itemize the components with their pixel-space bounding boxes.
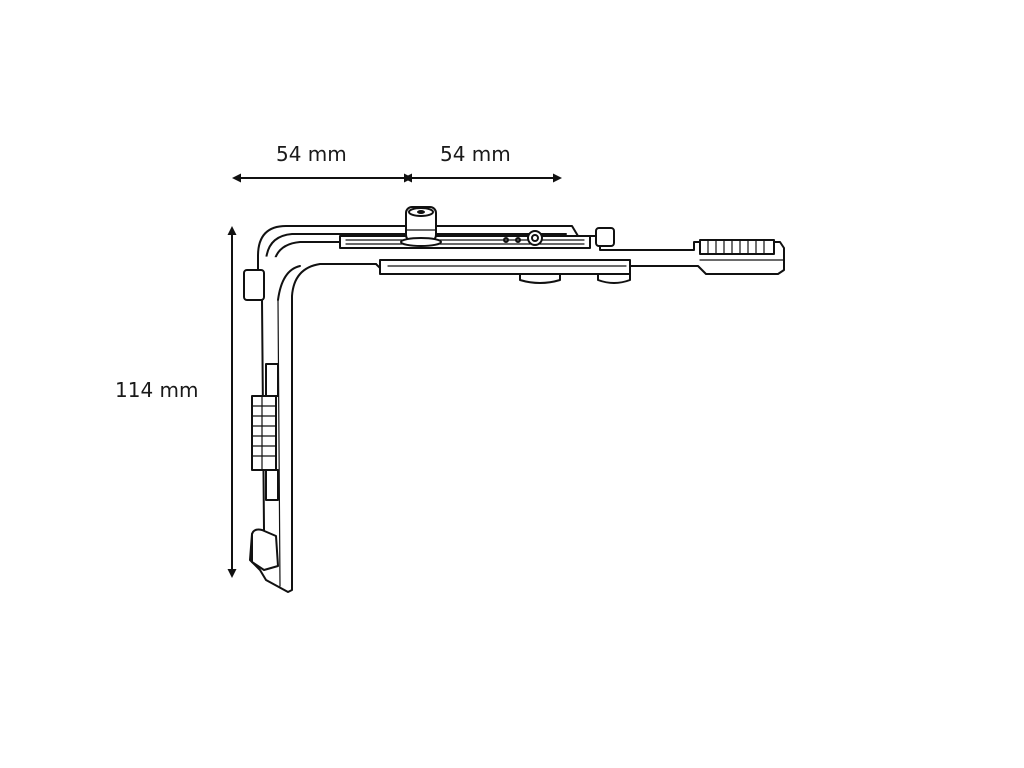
- horizontal-dimension-arrows: [232, 173, 562, 183]
- bracket-horizontal-arm: [257, 206, 785, 284]
- dimension-label-right-width: 54 mm: [440, 142, 511, 166]
- vertical-dimension-arrow: [227, 226, 237, 578]
- dimension-label-left-width: 54 mm: [276, 142, 347, 166]
- dimension-label-height: 114 mm: [115, 378, 199, 402]
- bracket-vertical-arm: [243, 255, 377, 593]
